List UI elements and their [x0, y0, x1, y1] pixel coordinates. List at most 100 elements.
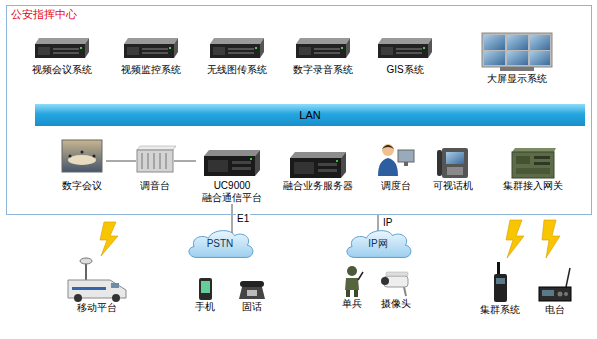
terminal-node: 单兵: [338, 264, 366, 310]
video-phone-icon: [437, 148, 468, 178]
person-head: [382, 144, 394, 156]
server-icon: [124, 38, 178, 58]
server-rack-icon: [290, 152, 346, 178]
walkie-screen: [496, 278, 505, 284]
system-node: 视频会议系统: [28, 38, 96, 76]
radio-body: [539, 287, 571, 301]
node-label: 电台: [545, 304, 565, 316]
gateway-top: [512, 148, 556, 152]
handset: [437, 150, 442, 176]
monitor-stand: [404, 162, 408, 166]
soldier-leg: [354, 290, 358, 297]
node-label: PSTN: [207, 238, 234, 250]
wall-screen: [507, 51, 528, 65]
gateway-icon: [512, 148, 556, 178]
soldier-antenna: [358, 272, 363, 280]
link-line: [232, 204, 233, 234]
node-label: 调度台: [381, 180, 411, 192]
soldier-helmet: [347, 266, 357, 276]
wall-frame: [482, 33, 552, 67]
node-label: 无线图传系统: [207, 64, 267, 76]
node-label: 集群接入网关: [503, 180, 563, 192]
gateway-panel: [516, 156, 530, 164]
mixer-fader: [166, 153, 167, 169]
phone-screen: [201, 281, 210, 293]
node-label: 数字录音系统: [293, 64, 353, 76]
system-node: GIS系统: [378, 38, 432, 76]
system-node: 视频监控系统: [117, 38, 185, 76]
desk-phone-icon: [239, 281, 265, 299]
device-node: 可视话机: [429, 140, 477, 192]
photo-person: [69, 155, 72, 158]
walkie-talkie-icon: [494, 262, 507, 302]
node-label: 可视话机: [433, 180, 473, 192]
node-label: 视频监控系统: [121, 64, 181, 76]
terminal-node: 摄像头: [377, 264, 415, 310]
wall-screen: [530, 35, 550, 50]
photo-table: [68, 155, 96, 165]
video-wall-icon: [482, 33, 552, 71]
radio-icon: [539, 268, 571, 301]
wall-screen: [507, 35, 528, 50]
mixer-fader: [154, 153, 155, 169]
radio-screen: [542, 290, 554, 296]
walkie-body: [494, 274, 507, 302]
camera-lens: [381, 277, 389, 285]
device-node: 数字会议: [58, 140, 106, 192]
desk-phone-base: [239, 287, 265, 299]
terminal-node: 固话: [238, 276, 266, 313]
device-node: 调音台: [136, 140, 174, 192]
server-icon: [210, 38, 264, 58]
mixer-fader: [148, 153, 149, 169]
node-label: 数字会议: [62, 180, 102, 192]
terminal-node: 移动平台: [67, 256, 127, 314]
device-node: 融合业务服务器: [279, 140, 357, 192]
van-wheel: [112, 294, 120, 302]
network-cloud: PSTN: [184, 228, 256, 260]
van-window: [111, 283, 119, 288]
radio-knob: [564, 292, 568, 296]
device-node: 集群接入网关: [499, 140, 567, 192]
node-label: 视频会议系统: [32, 64, 92, 76]
link-line: [378, 215, 379, 231]
node-label: 集群系统: [480, 304, 520, 316]
van-dish: [80, 258, 92, 264]
radio-antenna: [566, 268, 570, 287]
gateway-slot: [534, 156, 550, 159]
wireless-bolt: [542, 220, 560, 258]
soldier-icon: [345, 266, 363, 297]
terminal-node: 手机: [191, 276, 219, 313]
wall-screen: [484, 51, 505, 65]
node-label: 固话: [242, 301, 262, 313]
van-stripe: [72, 287, 106, 290]
device-node: UC9000 融合通信平台: [196, 140, 268, 204]
person-hair: [382, 145, 394, 149]
soldier-body: [345, 278, 359, 290]
node-label: 手机: [195, 301, 215, 313]
wireless-bolt: [100, 222, 118, 256]
desk-phone-handset: [240, 281, 264, 287]
server-icon: [35, 38, 89, 58]
mixer-body: [137, 150, 173, 172]
camera-hood: [386, 272, 408, 276]
van-mast: [85, 262, 87, 280]
lan-band: LAN: [35, 104, 585, 126]
node-label: 调音台: [140, 180, 170, 192]
node-label: LAN: [299, 109, 320, 121]
network-cloud: IP网: [342, 228, 414, 260]
node-label: 融合业务服务器: [283, 180, 353, 192]
person-body: [378, 158, 398, 176]
gateway-handle: [516, 168, 550, 174]
mixer-icon: [137, 146, 176, 172]
van-wheel: [74, 294, 82, 302]
conference-photo: [62, 140, 102, 172]
device-node: 调度台: [377, 140, 415, 192]
photo-frame: [62, 140, 102, 172]
desk-phone-keypad: [247, 290, 257, 296]
wall-screen: [484, 35, 505, 50]
wall-screen: [530, 51, 550, 65]
camera-icon: [381, 272, 408, 296]
